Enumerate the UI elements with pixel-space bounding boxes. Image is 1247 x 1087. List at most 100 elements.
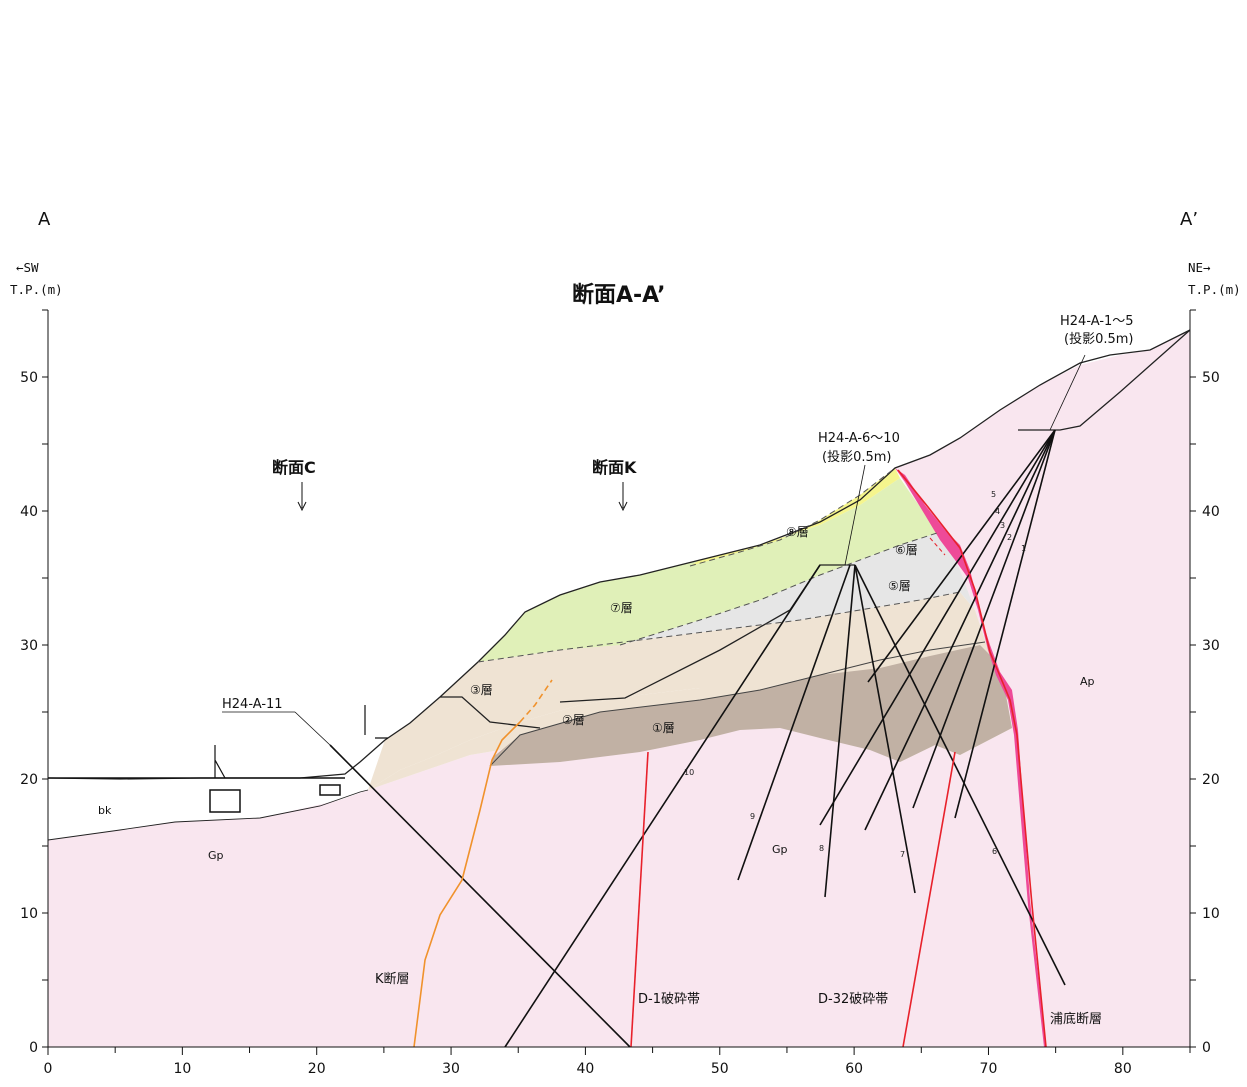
- bedrock-surface-line: [47, 789, 369, 841]
- right-axis-tick-label: 50: [1202, 370, 1220, 386]
- bottom-axis-tick-label: 10: [173, 1061, 191, 1077]
- layer3-boundary-line: [440, 696, 541, 729]
- layer7-label: ⑦層: [610, 601, 633, 615]
- left-axis-tick-label: 10: [20, 906, 38, 922]
- borehole-h24-a-10: [504, 564, 821, 1048]
- d1-fault-line: [630, 751, 649, 1048]
- layer1-area: [490, 642, 1012, 766]
- road-structure-line: [48, 777, 345, 813]
- right-axis-tick-label: 30: [1202, 638, 1220, 654]
- bottom-axis-tick-label: 0: [44, 1061, 53, 1077]
- borehole-h24-a-4: [864, 429, 1056, 831]
- layer8-label: ⑧層: [786, 525, 809, 539]
- borehole-number-3: 3: [1000, 521, 1005, 530]
- bottom-axis-tick-label: 50: [711, 1061, 729, 1077]
- borehole-h6-10-label: H24-A-6～10: [818, 431, 900, 446]
- layer-boundary-line: [559, 564, 855, 703]
- k-fault-label: K断層: [375, 972, 410, 987]
- borehole-number-6: 6: [992, 847, 997, 856]
- borehole-h24-a-5: [819, 429, 1056, 826]
- fault-lines: [413, 469, 1047, 1048]
- borehole-h24-a-7: [854, 564, 916, 894]
- right-axis-tick-label: 0: [1202, 1040, 1211, 1056]
- layer1-label: ①層: [652, 721, 675, 735]
- k-fault-line: [413, 721, 521, 1048]
- borehole-number-4: 4: [995, 507, 1000, 516]
- right-axis-tick-label: 20: [1202, 772, 1220, 788]
- borehole-h24-a-6: [854, 564, 1066, 986]
- left-axis-tick-label: 50: [20, 370, 38, 386]
- k-fault-dashed-line: [519, 679, 553, 723]
- ap-label: Ap: [1080, 675, 1095, 688]
- borehole-h1-5-label: H24-A-1～5: [1060, 314, 1134, 329]
- dashed-boundary-line: [477, 591, 961, 663]
- layer5-label: ⑤層: [888, 579, 911, 593]
- borehole-h24-a-1: [867, 429, 1056, 683]
- pole-line: [214, 705, 388, 779]
- bottom-axis-tick-label: 40: [576, 1061, 594, 1077]
- borehole-h24-a-11-leader: [294, 711, 331, 746]
- urazoko-fault-label: 浦底断層: [1050, 1011, 1102, 1027]
- right-end-label: A’: [1180, 209, 1198, 230]
- fault-zone-dashed-line: [929, 537, 946, 556]
- left-direction-label: ←SW: [16, 260, 39, 275]
- bedrock-area: [48, 330, 1190, 1047]
- bk-label: bk: [98, 804, 112, 817]
- borehole-number-9: 9: [750, 812, 755, 821]
- borehole-h1-5-note: (投影0.5m): [1064, 331, 1133, 347]
- dashed-boundary-line: [689, 467, 896, 567]
- figure-title: 断面A-A’: [572, 282, 666, 308]
- gp-label-left: Gp: [208, 849, 224, 862]
- bottom-axis-tick-label: 80: [1114, 1061, 1132, 1077]
- right-axis-tick-label: 40: [1202, 504, 1220, 520]
- borehole-number-10: 10: [684, 768, 694, 777]
- borehole-number-1: 1: [1021, 544, 1026, 553]
- bedrock-step-line: [1018, 329, 1191, 431]
- bottom-axis-tick-label: 30: [442, 1061, 460, 1077]
- d32-fault-line: [902, 751, 956, 1048]
- borehole-h24-a-8: [824, 564, 856, 898]
- left-axis-tick-label: 0: [29, 1040, 38, 1056]
- section-k-label: 断面K: [592, 458, 637, 477]
- borehole-h24-a-11: [329, 744, 631, 1048]
- d1-fault-label: D-1破砕帯: [638, 992, 700, 1007]
- urazoko-fault-line: [897, 469, 1047, 1048]
- layer3-label: ③層: [470, 683, 493, 697]
- left-axis-tick-label: 30: [20, 638, 38, 654]
- borehole-number-8: 8: [819, 844, 824, 853]
- borehole-h24-a-3: [912, 429, 1056, 809]
- right-axis-tick-label: 10: [1202, 906, 1220, 922]
- borehole-lines: [222, 354, 1086, 1048]
- layer5-area: [620, 532, 975, 645]
- dashed-boundary-line: [619, 531, 941, 646]
- bottom-axis-tick-label: 60: [845, 1061, 863, 1077]
- borehole-number-7: 7: [900, 850, 905, 859]
- right-axis-ticks: [1190, 309, 1196, 1048]
- borehole-number-2: 2: [1007, 533, 1012, 542]
- section-c-arrowhead: [297, 501, 307, 512]
- right-axis-labels: 0 10 20 30 40 50: [1202, 370, 1220, 1056]
- gp-label-mid: Gp: [772, 843, 788, 856]
- geology-fills: [48, 330, 1190, 1047]
- borehole-number-5: 5: [991, 490, 996, 499]
- borehole-h24-a-2: [954, 429, 1056, 819]
- layer3-area: [368, 592, 990, 790]
- layer2-label: ②層: [562, 713, 585, 727]
- borehole-h24-a-9: [737, 564, 851, 881]
- left-axis-unit: T.P.(m): [10, 282, 63, 297]
- d32-fault-label: D-32破砕帯: [818, 992, 888, 1007]
- left-axis-tick-label: 40: [20, 504, 38, 520]
- bottom-axis-ticks: [47, 1047, 1191, 1055]
- bottom-axis-tick-label: 70: [980, 1061, 998, 1077]
- section-c-label: 断面C: [272, 458, 316, 477]
- left-axis-ticks: [42, 309, 48, 1048]
- section-k-arrowhead: [618, 501, 628, 512]
- axes: [42, 309, 1196, 1055]
- fault-zone-area: [895, 468, 1046, 1047]
- borehole-h6-10-note: (投影0.5m): [822, 449, 891, 465]
- layer1-boundary-line: [489, 641, 986, 767]
